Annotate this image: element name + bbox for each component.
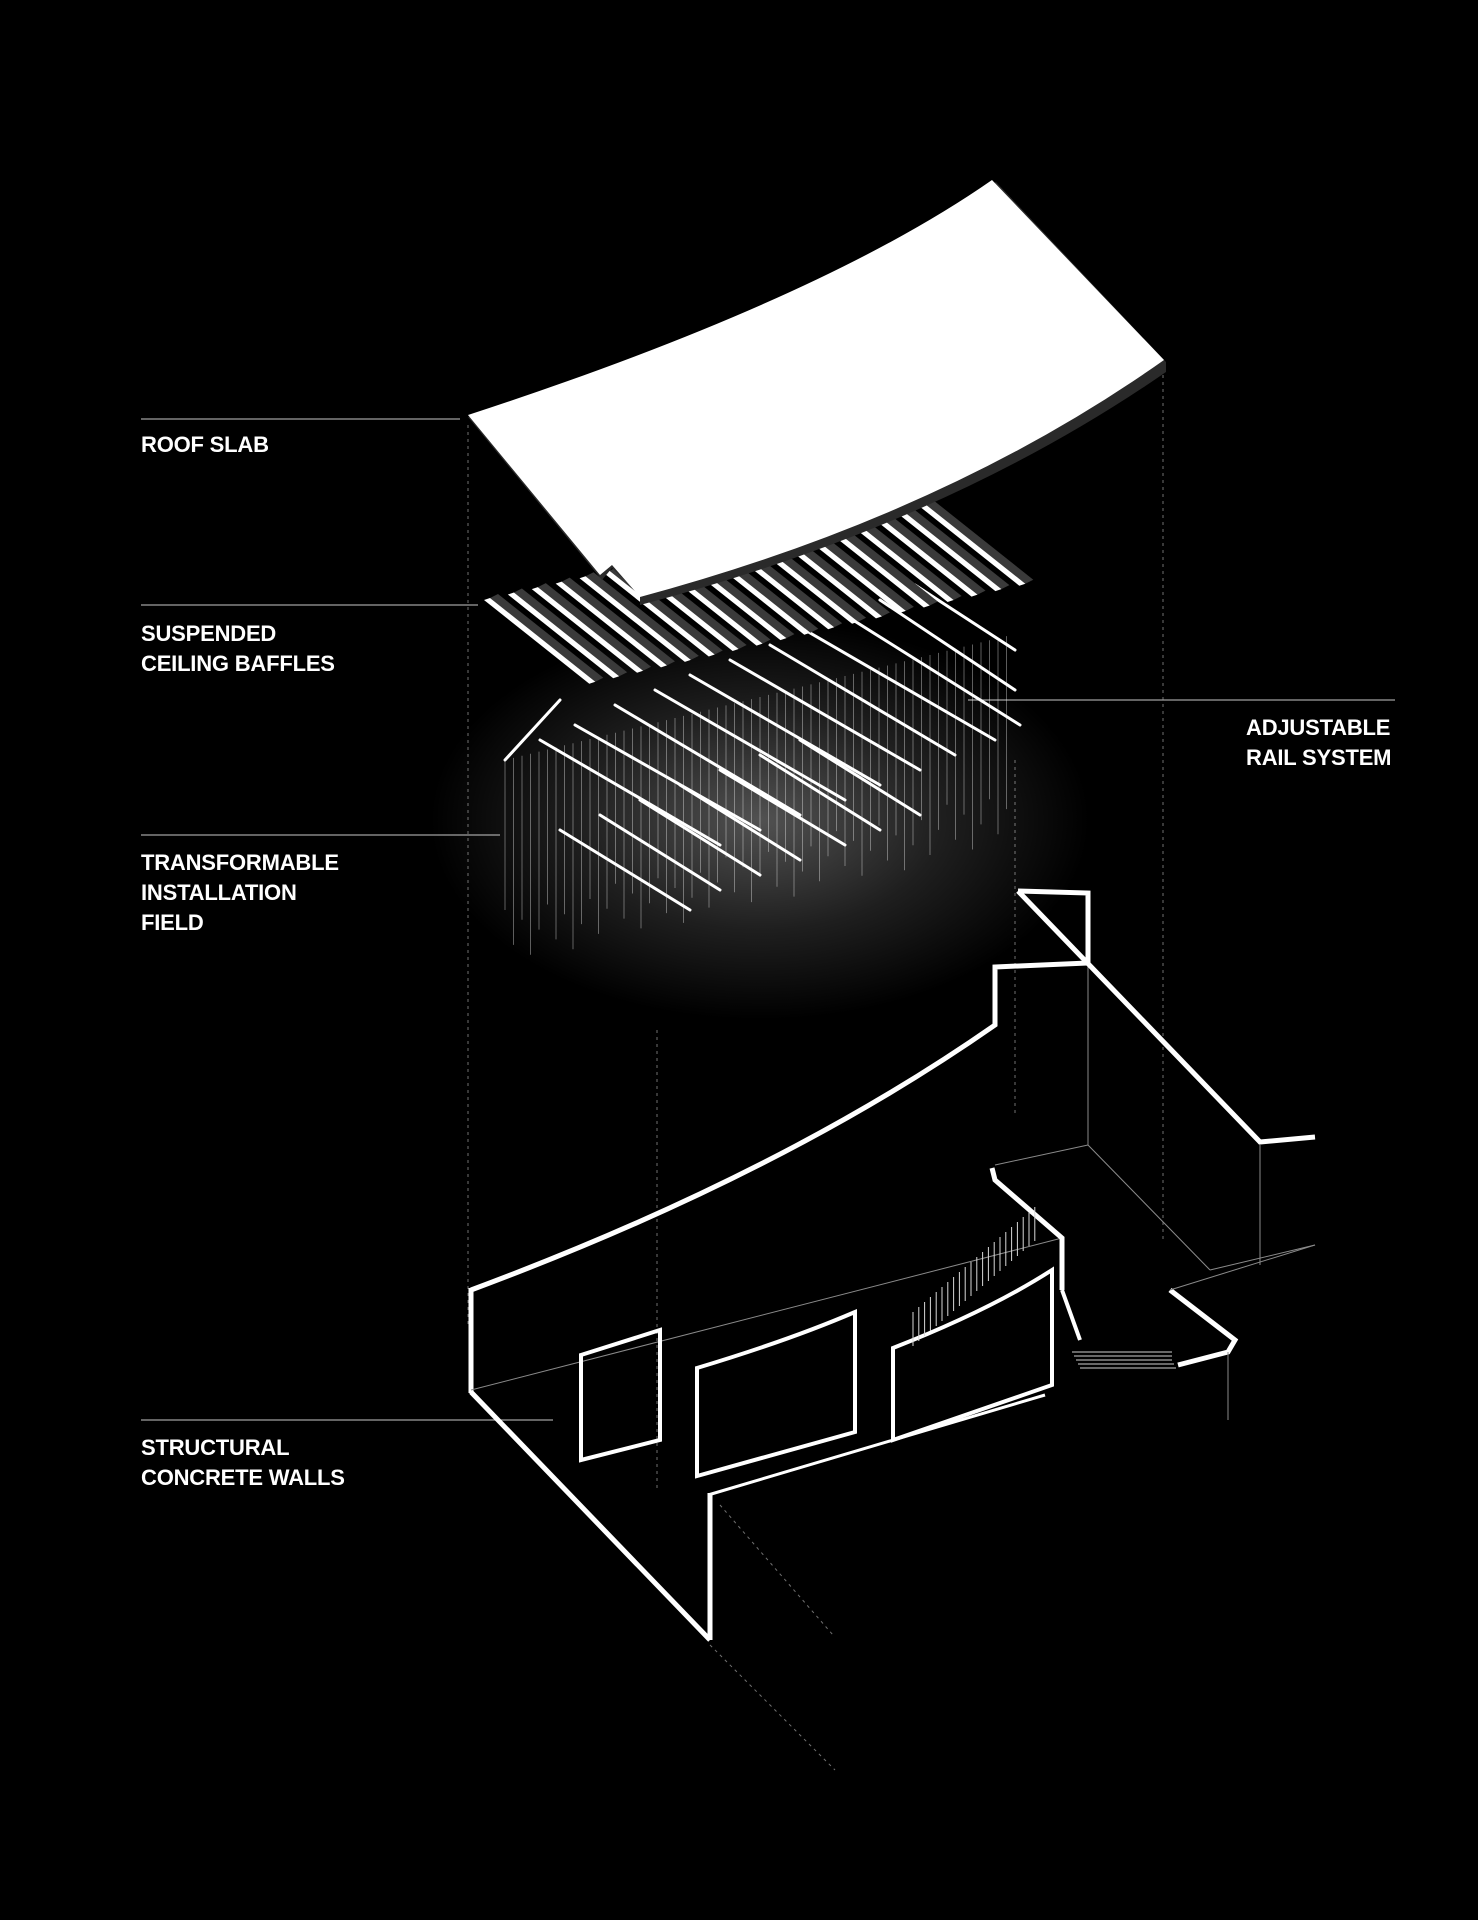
- installation-rod: [613, 703, 802, 817]
- baffle-face: [914, 500, 1026, 586]
- label-rail-system-line-1: ADJUSTABLE: [1246, 715, 1391, 740]
- front-wall-bottom-edge: [469, 1390, 712, 1642]
- label-installation-field: TRANSFORMABLE INSTALLATION FIELD: [141, 848, 339, 938]
- baffle-shadow: [920, 496, 1034, 584]
- installation-rod: [558, 828, 692, 912]
- label-structural-walls: STRUCTURAL CONCRETE WALLS: [141, 1433, 345, 1493]
- ledge-wall: [989, 1167, 1065, 1290]
- baffle-face: [579, 576, 691, 662]
- right-diagonal-wall: [1016, 889, 1316, 1145]
- baffle-shadow: [872, 506, 986, 595]
- wall-base-line: [470, 1237, 1063, 1391]
- baffle-shadow: [848, 512, 962, 601]
- installation-rod: [728, 658, 922, 772]
- installation-rod: [653, 688, 847, 802]
- label-roof-slab: ROOF SLAB: [141, 430, 269, 460]
- label-ceiling-baffles-line-1: SUSPENDED: [141, 621, 277, 646]
- baffle-face: [555, 581, 667, 668]
- right-step-wall: [1168, 1288, 1239, 1368]
- opening-right: [891, 1266, 1054, 1443]
- installation-rods: [503, 583, 1022, 912]
- installation-rod: [638, 798, 762, 877]
- baffle-face: [507, 592, 620, 679]
- hanging-cords: [504, 636, 1007, 955]
- baffle-face: [794, 527, 906, 613]
- baffle-face: [818, 521, 930, 608]
- installation-rod: [573, 723, 762, 832]
- installation-field-glow: [430, 620, 1090, 1020]
- baffle-face: [842, 516, 954, 603]
- label-ceiling-baffles-line-2: CEILING BAFFLES: [141, 651, 335, 676]
- label-installation-field-line-1: TRANSFORMABLE: [141, 850, 339, 875]
- guide-line-lower-down: [709, 1644, 836, 1771]
- baffle-face: [484, 598, 596, 684]
- baffle-shadow: [896, 501, 1010, 590]
- installation-rod: [878, 598, 1017, 692]
- installation-rod: [803, 628, 997, 742]
- installation-rod: [843, 613, 1022, 727]
- stair-railing: [912, 1207, 1036, 1346]
- label-installation-field-line-2: INSTALLATION: [141, 880, 297, 905]
- baffle-shadow: [824, 517, 938, 606]
- baffle-face: [531, 587, 644, 673]
- wall-top-edge-lower: [707, 1393, 1046, 1497]
- leader-lines: [141, 418, 1395, 1421]
- structural-concrete-walls: [468, 888, 1316, 1642]
- label-structural-walls-line-1: STRUCTURAL: [141, 1435, 290, 1460]
- installation-rod: [768, 643, 957, 757]
- opening-center: [695, 1308, 857, 1479]
- label-rail-system: ADJUSTABLE RAIL SYSTEM: [1246, 713, 1392, 773]
- stair-treads: [1072, 1351, 1176, 1369]
- guide-line-lower-left: [719, 1504, 834, 1636]
- installation-rod: [678, 783, 802, 862]
- installation-rod: [598, 813, 722, 892]
- label-ceiling-baffles: SUSPENDED CEILING BAFFLES: [141, 619, 335, 679]
- baffle-shadow: [490, 594, 604, 682]
- baffle-shadow: [513, 588, 628, 677]
- label-structural-walls-line-2: CONCRETE WALLS: [141, 1465, 345, 1490]
- baffle-shadow: [561, 577, 675, 666]
- label-roof-slab-text: ROOF SLAB: [141, 432, 269, 457]
- baffle-face: [866, 510, 978, 597]
- installation-rod: [688, 673, 882, 787]
- installation-rod: [718, 768, 847, 847]
- installation-rod: [538, 738, 722, 847]
- ledge-wall-lower: [1060, 1289, 1082, 1341]
- opening-left: [579, 1327, 662, 1463]
- baffle-face: [890, 505, 1002, 592]
- roof-slab: [468, 180, 1166, 605]
- wall-diagonal-line: [1087, 1144, 1211, 1271]
- baffle-shadow: [585, 572, 699, 660]
- label-installation-field-line-3: FIELD: [141, 910, 204, 935]
- roof-slab-top: [468, 180, 1164, 597]
- installation-rod: [913, 583, 1017, 652]
- baffle-face: [603, 570, 715, 657]
- baffle-shadow: [537, 583, 652, 671]
- wall-ledge-line: [994, 1144, 1089, 1166]
- installation-rod: [503, 698, 562, 762]
- right-step-back: [1169, 1244, 1316, 1291]
- label-rail-system-line-2: RAIL SYSTEM: [1246, 745, 1392, 770]
- installation-rod: [758, 753, 882, 832]
- installation-rod: [798, 738, 922, 817]
- front-curved-wall: [470, 888, 1091, 1293]
- wall-back-line: [1209, 1244, 1316, 1271]
